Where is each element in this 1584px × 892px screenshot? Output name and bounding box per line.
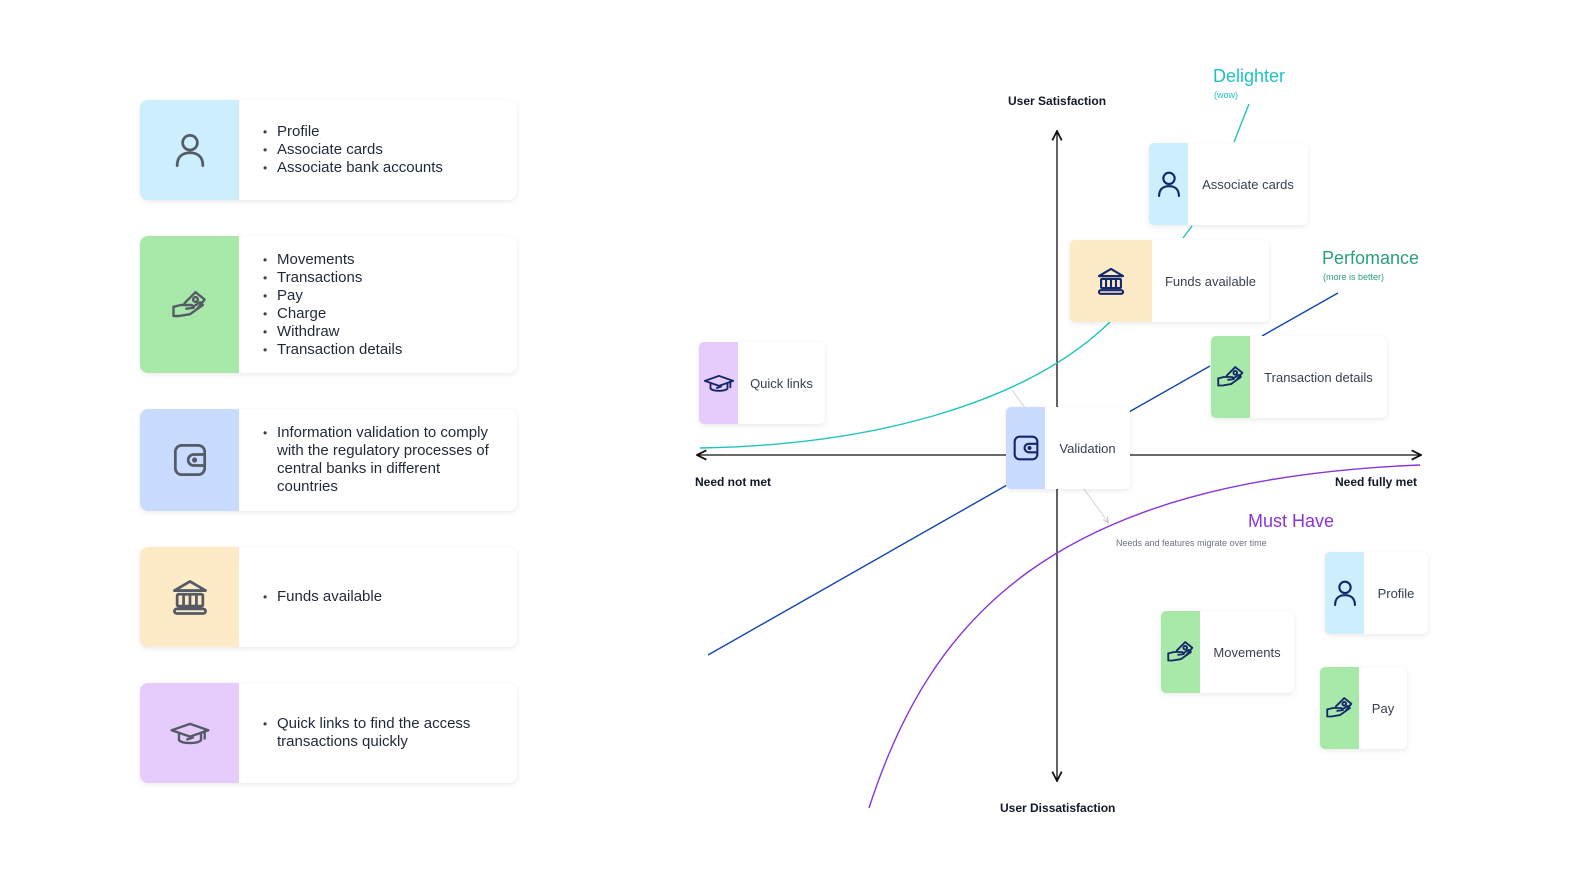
feature-list: Profile Associate cards Associate bank a… — [239, 123, 455, 177]
hand-money-icon — [1214, 360, 1248, 394]
list-item: Information validation to comply with th… — [263, 424, 503, 496]
performance-title: Perfomance — [1322, 248, 1420, 268]
kano-item-movements: Movements — [1161, 611, 1294, 693]
list-item: Charge — [263, 305, 402, 323]
delighter-curve — [699, 321, 1111, 449]
feature-list: Information validation to comply with th… — [239, 424, 515, 496]
performance-line-high — [1261, 292, 1339, 337]
kano-item-funds-available: Funds available — [1070, 240, 1269, 322]
axis-label-right: Need fully met — [1335, 475, 1418, 489]
hand-money-icon — [1164, 635, 1198, 669]
list-item: Transaction details — [263, 341, 402, 359]
feature-list: Funds available — [239, 588, 394, 606]
kano-item-label: Profile — [1377, 585, 1415, 601]
graduation-cap-icon — [702, 366, 736, 400]
must-have-title: Must Have — [1248, 511, 1335, 531]
migration-note: Needs and features migrate over time — [1116, 538, 1267, 548]
card-swatch — [140, 547, 239, 647]
kano-item-label: Associate cards — [1202, 176, 1294, 192]
user-icon — [1152, 167, 1186, 201]
list-item: Profile — [263, 123, 443, 141]
delighter-title: Delighter — [1213, 66, 1286, 86]
feature-card-profile: Profile Associate cards Associate bank a… — [140, 100, 517, 200]
feature-card-validation: Information validation to comply with th… — [140, 409, 517, 511]
must-have-curve — [868, 464, 1421, 809]
list-item: Withdraw — [263, 323, 402, 341]
kano-item-profile: Profile — [1325, 552, 1428, 634]
kano-item-label: Movements — [1213, 644, 1281, 660]
axis-label-top: User Satisfaction — [1008, 94, 1107, 108]
kano-item-pay: Pay — [1320, 667, 1407, 749]
axis-label-left: Need not met — [695, 475, 772, 489]
card-swatch — [140, 100, 239, 200]
feature-card-quick-links: Quick links to find the access transacti… — [140, 683, 517, 783]
kano-item-label: Funds available — [1164, 273, 1257, 289]
feature-list: Movements Transactions Pay Charge Withdr… — [239, 251, 414, 359]
performance-subtitle: (more is better) — [1323, 272, 1385, 282]
kano-item-quick-links: Quick links — [699, 342, 825, 424]
delighter-pointer — [1233, 103, 1250, 143]
feature-list: Quick links to find the access transacti… — [239, 715, 515, 751]
card-swatch — [140, 409, 239, 511]
bank-icon — [1094, 264, 1128, 298]
kano-item-label: Validation — [1059, 440, 1116, 456]
delighter-curve-upper — [1182, 225, 1193, 239]
kano-item-transaction-details: Transaction details — [1211, 336, 1387, 418]
list-item: Associate bank accounts — [263, 159, 443, 177]
kano-item-validation: Validation — [1006, 407, 1130, 489]
card-swatch — [140, 683, 239, 783]
list-item: Transactions — [263, 269, 402, 287]
card-swatch — [140, 236, 239, 373]
wallet-icon — [1009, 431, 1043, 465]
kano-item-label: Quick links — [750, 375, 813, 391]
feature-card-funds: Funds available — [140, 547, 517, 647]
delighter-subtitle: (wow) — [1214, 90, 1238, 100]
list-item: Movements — [263, 251, 402, 269]
kano-item-label: Transaction details — [1264, 369, 1373, 385]
hand-money-icon — [1323, 691, 1357, 725]
list-item: Pay — [263, 287, 402, 305]
list-item: Quick links to find the access transacti… — [263, 715, 503, 751]
user-icon — [1328, 576, 1362, 610]
kano-item-label: Pay — [1371, 700, 1395, 716]
performance-line-mid — [1128, 365, 1211, 413]
list-item: Funds available — [263, 588, 382, 606]
kano-item-associate-cards: Associate cards — [1149, 143, 1308, 225]
feature-card-payments: Movements Transactions Pay Charge Withdr… — [140, 236, 517, 373]
performance-line-low — [707, 484, 1008, 656]
axis-label-bottom: User Dissatisfaction — [1000, 801, 1116, 815]
list-item: Associate cards — [263, 141, 443, 159]
